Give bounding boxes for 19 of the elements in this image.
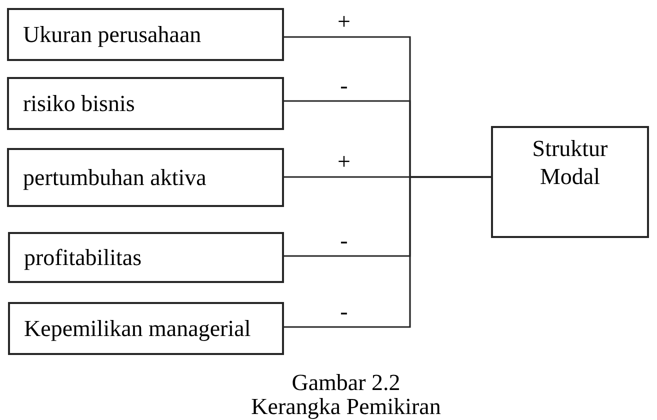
outcome-label: Struktur Modal bbox=[531, 135, 609, 191]
variable-box bbox=[8, 302, 284, 355]
figure-caption: Gambar 2.2 Kerangka Pemikiran bbox=[250, 371, 442, 419]
variable-box bbox=[8, 232, 284, 283]
outcome-box bbox=[491, 126, 649, 238]
variable-box bbox=[7, 77, 284, 130]
edge-label: - bbox=[339, 74, 349, 97]
variable-label: profitabilitas bbox=[24, 244, 142, 270]
edge-label: + bbox=[336, 150, 352, 173]
variable-label: Kepemilikan managerial bbox=[24, 316, 251, 342]
variable-label: Ukuran perusahaan bbox=[23, 22, 202, 48]
variable-label: risiko bisnis bbox=[23, 90, 135, 116]
variable-label: pertumbuhan aktiva bbox=[23, 164, 206, 190]
edge-label: + bbox=[336, 10, 352, 33]
edge-label: - bbox=[339, 229, 349, 252]
variable-box bbox=[7, 148, 284, 207]
variable-box bbox=[7, 8, 284, 61]
edge-label: - bbox=[339, 300, 349, 323]
connector-line bbox=[284, 176, 491, 328]
